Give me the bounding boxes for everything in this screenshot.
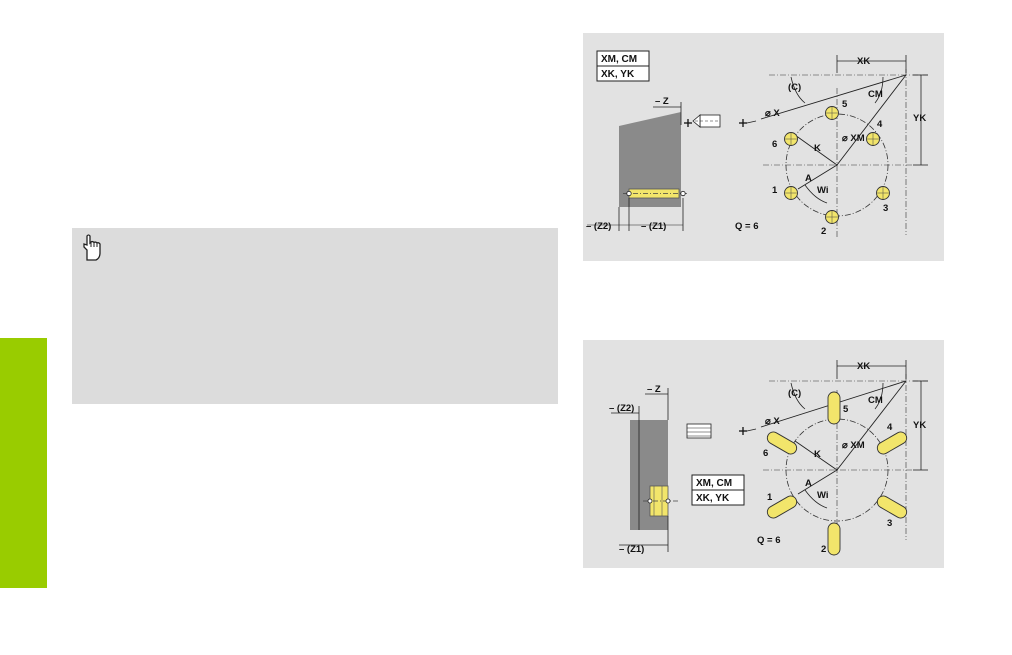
hole-1 xyxy=(766,495,798,519)
label-a: A xyxy=(805,478,812,489)
hole-number-4: 4 xyxy=(877,119,883,130)
label-q: Q = 6 xyxy=(735,221,759,232)
hole-number-2: 2 xyxy=(821,544,826,555)
label-xk: XK xyxy=(857,56,870,67)
label-xm-diameter: ⌀ XM xyxy=(842,440,865,451)
label-z1: – (Z1) xyxy=(619,544,644,555)
pointing-hand-icon xyxy=(83,234,101,261)
label-z: – Z xyxy=(647,384,661,395)
hole-number-3: 3 xyxy=(887,518,892,529)
parameter-box: XM, CM XK, YK xyxy=(596,50,650,82)
hole-number-5: 5 xyxy=(843,404,849,415)
hole-3 xyxy=(876,495,908,519)
label-c: (C) xyxy=(788,82,801,93)
label-xm-diameter: ⌀ XM xyxy=(842,133,865,144)
label-z1: – (Z1) xyxy=(641,221,666,232)
label-a: A xyxy=(805,173,812,184)
hole-number-5: 5 xyxy=(842,99,848,110)
label-q: Q = 6 xyxy=(757,535,781,546)
label-wi: Wi xyxy=(817,185,829,196)
hole-number-6: 6 xyxy=(763,448,768,459)
figure-drilling-pattern-radial: – Z – (Z2) – (Z1) XM, CM XK, YK xyxy=(583,340,944,568)
hole-number-1: 1 xyxy=(772,185,778,196)
label-cm: CM xyxy=(868,395,883,406)
label-yk: YK xyxy=(913,420,926,431)
workpiece xyxy=(619,112,681,207)
label-k: K xyxy=(814,449,821,460)
label-wi: Wi xyxy=(817,490,829,501)
hole-6 xyxy=(766,431,798,455)
hole-number-3: 3 xyxy=(883,203,888,214)
drill-tool xyxy=(686,423,712,439)
parameter-box: XM, CM XK, YK xyxy=(691,474,745,506)
box-label-xk-yk: XK, YK xyxy=(696,493,730,504)
hole-4 xyxy=(876,431,908,455)
label-z: – Z xyxy=(655,96,669,107)
box-label-xm-cm: XM, CM xyxy=(696,478,732,489)
figure-drilling-pattern-axial: XM, CM XK, YK – Z – (Z2) – (Z1) xyxy=(583,33,944,261)
label-x-diameter: ⌀ X xyxy=(765,416,780,427)
hole-number-1: 1 xyxy=(767,492,773,503)
label-cm: CM xyxy=(868,89,883,100)
label-xk: XK xyxy=(857,361,870,372)
label-z2: – (Z2) xyxy=(609,403,634,414)
label-z2: – (Z2) xyxy=(586,221,611,232)
hole-2 xyxy=(827,522,841,556)
chapter-side-tab xyxy=(0,338,47,588)
hole-5 xyxy=(827,391,841,425)
label-x-diameter: ⌀ X xyxy=(765,108,780,119)
hole-number-4: 4 xyxy=(887,422,893,433)
hole-number-2: 2 xyxy=(821,226,826,237)
note-box xyxy=(72,228,558,404)
label-k: K xyxy=(814,143,821,154)
box-label-xk-yk: XK, YK xyxy=(601,69,635,80)
hole-number-6: 6 xyxy=(772,139,777,150)
box-label-xm-cm: XM, CM xyxy=(601,54,637,65)
label-c: (C) xyxy=(788,388,801,399)
label-yk: YK xyxy=(913,113,926,124)
drill-tool xyxy=(692,114,721,128)
